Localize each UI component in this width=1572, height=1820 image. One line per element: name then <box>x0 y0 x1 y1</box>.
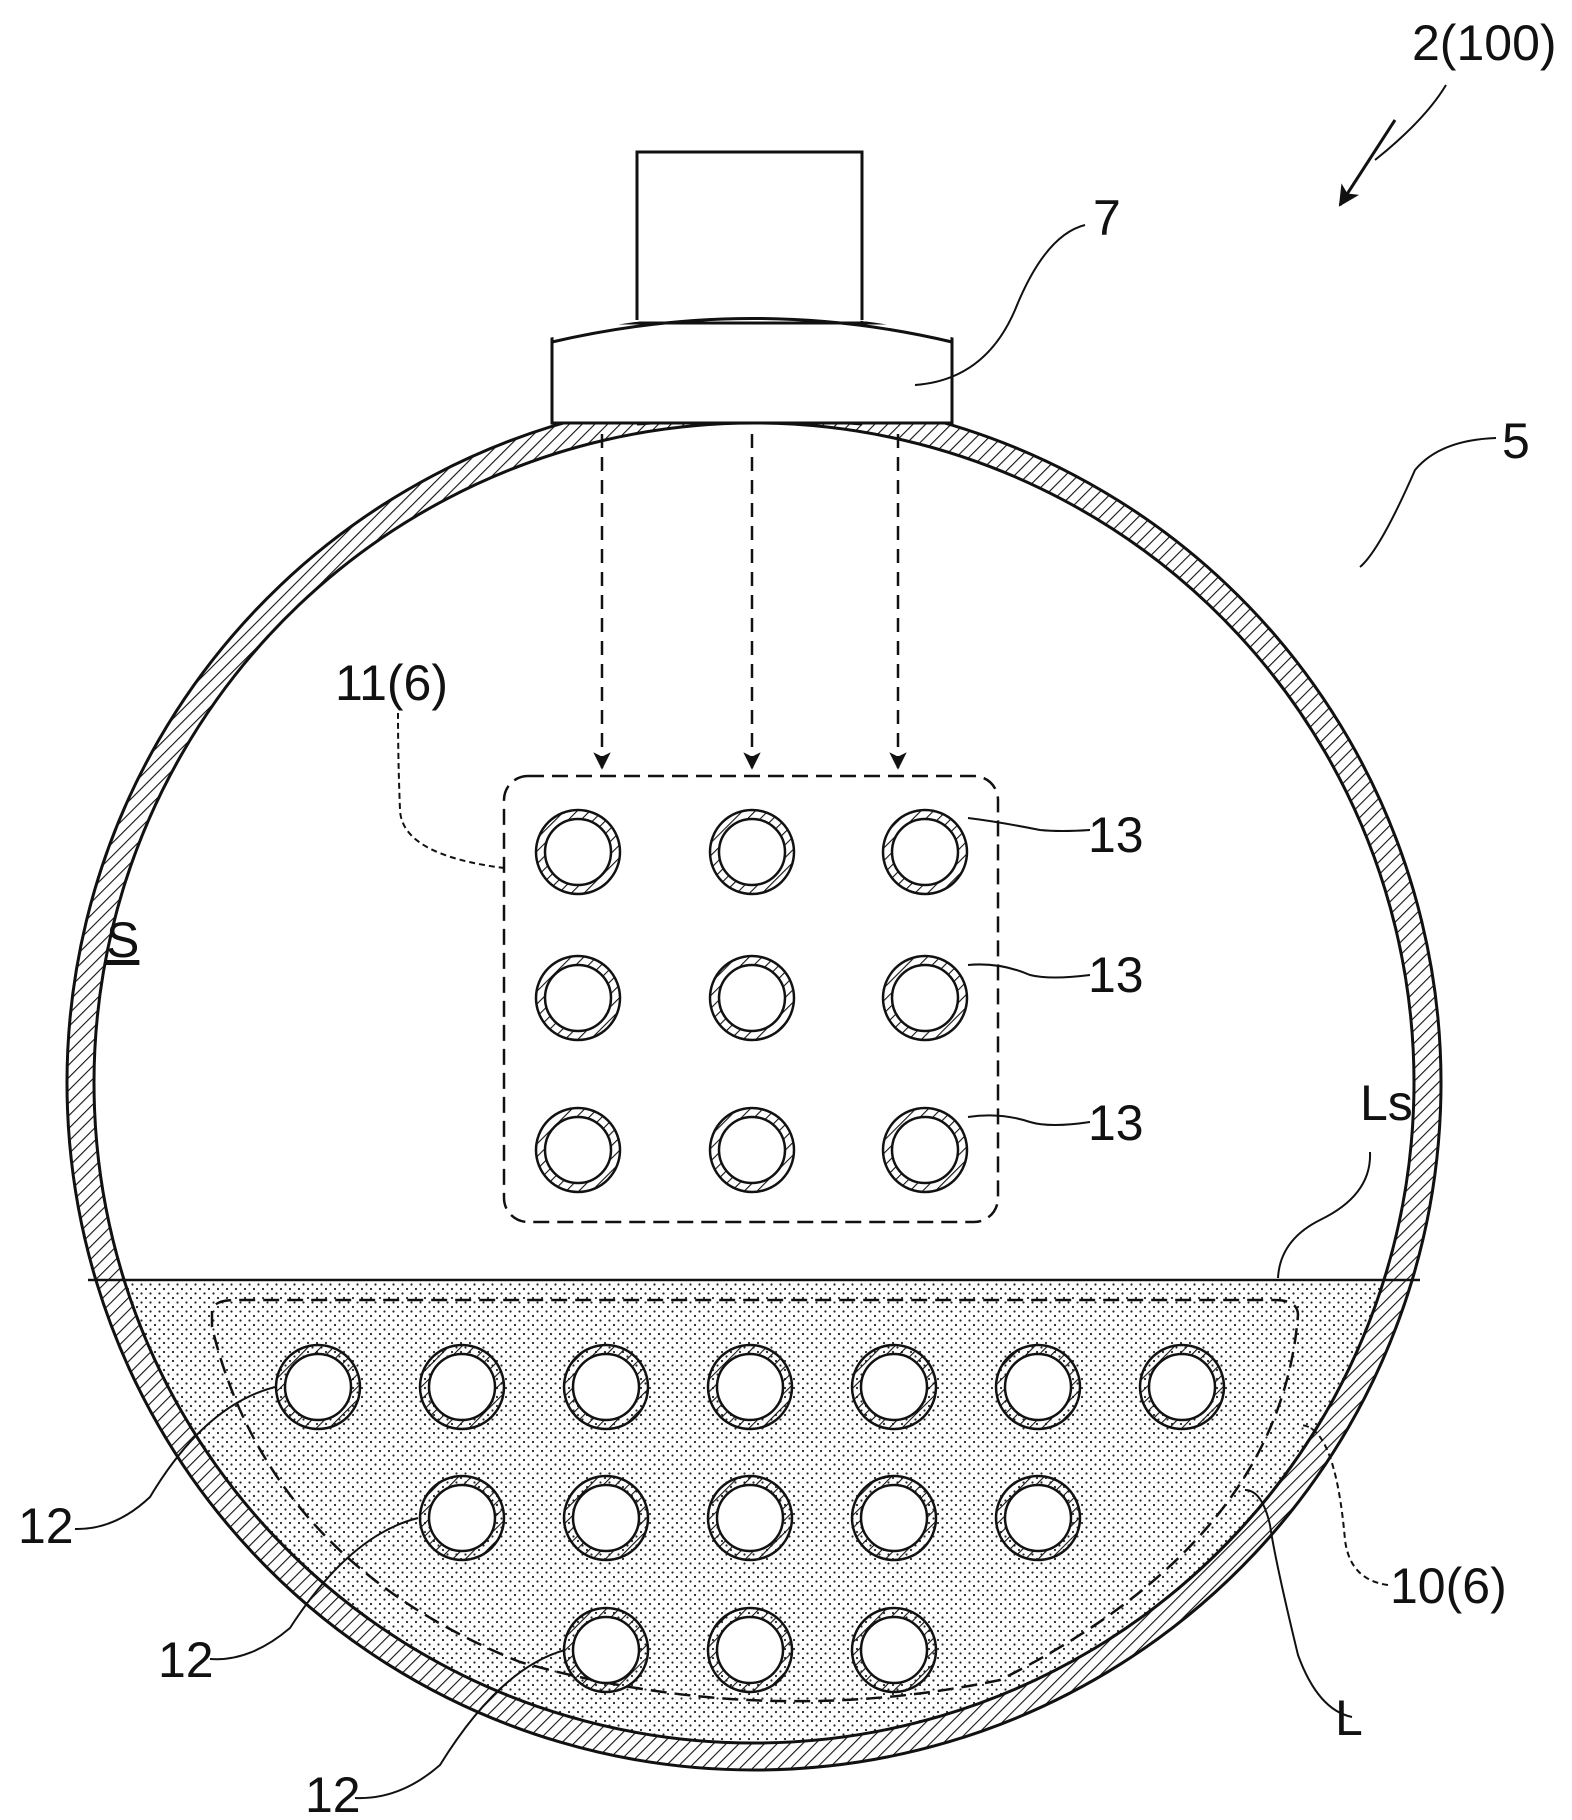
leader-line-12c <box>354 1649 566 1800</box>
upper-tube <box>708 1106 796 1194</box>
lower-tube <box>1138 1343 1226 1431</box>
leader-line-11 <box>397 712 505 869</box>
label-lower-tube: 12 <box>305 1767 361 1820</box>
leader-line-5 <box>1359 437 1497 568</box>
leader-line-L <box>1244 1489 1353 1718</box>
lower-tube <box>418 1343 506 1431</box>
leader-lines <box>74 84 1497 1800</box>
label-liquid-surface: Ls <box>1360 1075 1413 1131</box>
leader-line-13c <box>967 1114 1091 1126</box>
upper-tube <box>534 1106 622 1194</box>
label-lower-bundle: 10(6) <box>1390 1558 1507 1614</box>
leader-line-7 <box>914 224 1086 386</box>
spray-nozzle <box>550 321 954 425</box>
lower-tube <box>562 1606 650 1694</box>
lower-tube <box>706 1343 794 1431</box>
upper-tube <box>534 808 622 896</box>
upper-tube <box>708 954 796 1042</box>
leader-line-12a <box>74 1386 276 1531</box>
upper-tube <box>881 808 969 896</box>
leader-line-10 <box>1299 1424 1389 1586</box>
label-liquid: L <box>1335 1690 1363 1746</box>
label-upper-tube: 13 <box>1088 807 1144 863</box>
lower-tube <box>706 1606 794 1694</box>
upper-tube <box>534 954 622 1042</box>
lower-tube <box>562 1474 650 1562</box>
leader-line-13b <box>967 963 1091 979</box>
label-lower-tube: 12 <box>158 1632 214 1688</box>
lower-tube <box>850 1343 938 1431</box>
label-upper-bundle: 11(6) <box>335 655 448 711</box>
label-assembly: 2(100) <box>1412 15 1557 71</box>
label-space: S <box>106 912 139 968</box>
upper-tube <box>881 954 969 1042</box>
upper-tube-bundle-boundary <box>502 774 1000 1224</box>
lower-tube <box>850 1606 938 1694</box>
lower-tube <box>994 1343 1082 1431</box>
lower-tube <box>418 1474 506 1562</box>
upper-tube-bundle <box>534 808 969 1194</box>
spray-arrows <box>593 434 907 770</box>
lower-tube <box>706 1474 794 1562</box>
spray-nozzle-top-arc <box>551 317 953 344</box>
lower-tube <box>994 1474 1082 1562</box>
upper-tube <box>881 1106 969 1194</box>
label-upper-tube: 13 <box>1088 947 1144 1003</box>
label-spray-nozzle: 7 <box>1093 190 1121 246</box>
leader-line-12b <box>209 1517 419 1661</box>
labels: 2(100) 7 5 11(6) 13 13 13 S Ls 10(6) 12 … <box>18 15 1557 1820</box>
lower-tube <box>274 1343 362 1431</box>
assembly-arrow <box>1338 119 1397 207</box>
leader-line-Ls <box>1277 1151 1372 1279</box>
lower-tube <box>562 1343 650 1431</box>
upper-tube <box>708 808 796 896</box>
label-upper-tube: 13 <box>1088 1095 1144 1151</box>
lower-tube-bundle <box>274 1343 1226 1694</box>
lower-tube-bundle-boundary <box>210 1298 1300 1703</box>
leader-line-assembly <box>1374 84 1447 161</box>
shell <box>65 394 1443 1772</box>
label-shell: 5 <box>1502 413 1530 469</box>
label-lower-tube: 12 <box>18 1498 74 1554</box>
leader-line-13a <box>967 817 1091 832</box>
lower-tube <box>850 1474 938 1562</box>
